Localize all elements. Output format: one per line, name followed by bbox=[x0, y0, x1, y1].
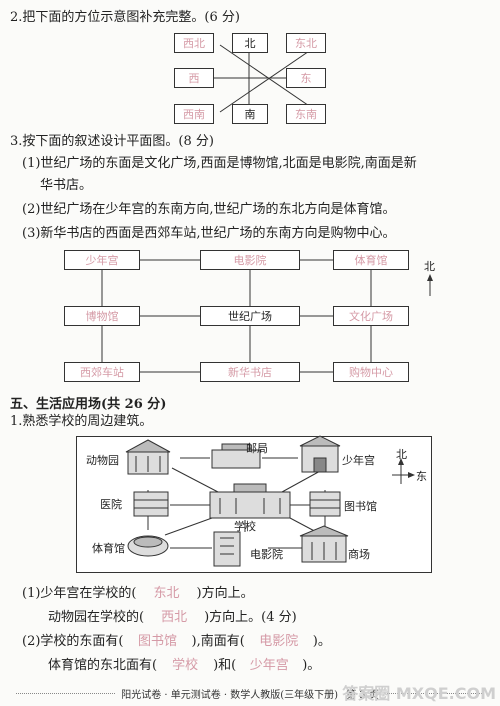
section5-title: 五、生活应用场(共 26 分) bbox=[10, 397, 167, 412]
answer-2a-middle: ),南面有( bbox=[191, 634, 245, 649]
q3-line1a: (1)世纪广场的东面是文化广场,西面是博物馆,北面是电影院,南面是新 bbox=[22, 156, 417, 171]
map-compass-north: 北 bbox=[396, 448, 407, 461]
q2-box-west: 西 bbox=[174, 68, 214, 88]
map-label-school: 学校 bbox=[234, 520, 256, 533]
q3-box-culture-square: 文化广场 bbox=[333, 306, 409, 326]
map-compass-east: 东 bbox=[416, 470, 427, 483]
school-building-icon bbox=[209, 483, 291, 519]
page-footer: 阳光试卷 · 单元测试卷 · 数学人教版(三年级下册) 第 3 页 bbox=[10, 686, 490, 701]
answer-2b-fill-1: 学校 bbox=[172, 658, 199, 673]
cinema-building-icon bbox=[213, 531, 241, 567]
answer-2b-fill-2: 少年宫 bbox=[249, 658, 289, 673]
answer-2a-fill-2: 电影院 bbox=[259, 634, 299, 649]
answer-2b: 体育馆的东北面有( 学校 )和( 少年宫 )。 bbox=[48, 658, 320, 674]
q3-box-century-square: 世纪广场 bbox=[200, 306, 300, 326]
footer-dots-right bbox=[384, 693, 485, 694]
footer-dots-left bbox=[16, 693, 116, 694]
q2-box-southeast: 东南 bbox=[286, 104, 326, 124]
gym-building-icon bbox=[127, 535, 169, 557]
q3-title: 3.按下面的叙述设计平面图。(8 分) bbox=[10, 134, 214, 149]
q2-box-south: 南 bbox=[232, 104, 268, 124]
answer-2a: (2)学校的东面有( 图书馆 ),南面有( 电影院 )。 bbox=[22, 634, 331, 650]
q3-box-xinhua-bookstore: 新华书店 bbox=[200, 362, 300, 382]
q3-line1b: 华书店。 bbox=[40, 178, 93, 193]
q3-line3: (3)新华书店的西面是西郊车站,世纪广场的东南方向是购物中心。 bbox=[22, 226, 396, 241]
q2-box-east: 东 bbox=[286, 68, 326, 88]
watermark: 答案圈 MXQE.COM bbox=[342, 684, 496, 703]
map-label-hospital: 医院 bbox=[100, 498, 122, 511]
answer-1a-suffix: )方向上。 bbox=[196, 586, 254, 601]
section5-q1-title: 1.熟悉学校的周边建筑。 bbox=[10, 414, 153, 429]
q3-box-youth-palace: 少年宫 bbox=[64, 250, 140, 270]
answer-2b-prefix: 体育馆的东北面有( bbox=[48, 658, 158, 673]
answer-2a-fill-1: 图书馆 bbox=[137, 634, 177, 649]
mall-building-icon bbox=[299, 525, 349, 563]
q2-box-northeast: 东北 bbox=[286, 33, 326, 53]
map-label-cinema: 电影院 bbox=[250, 548, 283, 561]
map-label-zoo: 动物园 bbox=[86, 454, 119, 467]
map-label-mall: 商场 bbox=[348, 548, 370, 561]
answer-1b-prefix: 动物园在学校的( bbox=[48, 610, 145, 625]
answer-1a-fill: 东北 bbox=[153, 586, 180, 601]
answer-1a-prefix: (1)少年宫在学校的( bbox=[22, 586, 137, 601]
answer-2a-prefix: (2)学校的东面有( bbox=[22, 634, 124, 649]
hospital-building-icon bbox=[133, 491, 169, 517]
q3-box-museum: 博物馆 bbox=[64, 306, 140, 326]
zoo-building-icon bbox=[125, 439, 171, 475]
map-label-post-office: 邮局 bbox=[246, 442, 268, 455]
q3-box-gym: 体育馆 bbox=[333, 250, 409, 270]
q3-box-cinema: 电影院 bbox=[200, 250, 300, 270]
map-label-youth-palace: 少年宫 bbox=[342, 454, 375, 467]
map-label-gym: 体育馆 bbox=[92, 542, 125, 555]
answer-1b: 动物园在学校的( 西北 )方向上。(4 分) bbox=[48, 610, 297, 626]
answer-1a: (1)少年宫在学校的( 东北 )方向上。 bbox=[22, 586, 254, 602]
q3-box-west-station: 西郊车站 bbox=[64, 362, 140, 382]
q2-box-northwest: 西北 bbox=[174, 33, 214, 53]
answer-1b-fill: 西北 bbox=[161, 610, 188, 625]
library-building-icon bbox=[309, 491, 341, 517]
q3-north-label: 北 bbox=[424, 260, 435, 273]
youth-palace-building-icon bbox=[299, 435, 341, 473]
q3-line2: (2)世纪广场在少年宫的东南方向,世纪广场的东北方向是体育馆。 bbox=[22, 202, 396, 217]
answer-2a-suffix: )。 bbox=[312, 634, 331, 649]
answer-2b-suffix: )。 bbox=[302, 658, 321, 673]
footer-page-number: 第 3 页 bbox=[346, 690, 379, 701]
answer-1b-suffix: )方向上。(4 分) bbox=[204, 610, 297, 625]
answer-2b-middle: )和( bbox=[213, 658, 237, 673]
q2-box-north: 北 bbox=[232, 33, 268, 53]
q3-box-shopping-center: 购物中心 bbox=[333, 362, 409, 382]
map-label-library: 图书馆 bbox=[344, 500, 377, 513]
post-office-building-icon bbox=[211, 443, 261, 469]
q2-box-southwest: 西南 bbox=[174, 104, 214, 124]
q2-title: 2.把下面的方位示意图补充完整。(6 分) bbox=[10, 10, 240, 25]
footer-text: 阳光试卷 · 单元测试卷 · 数学人教版(三年级下册) bbox=[121, 690, 339, 701]
